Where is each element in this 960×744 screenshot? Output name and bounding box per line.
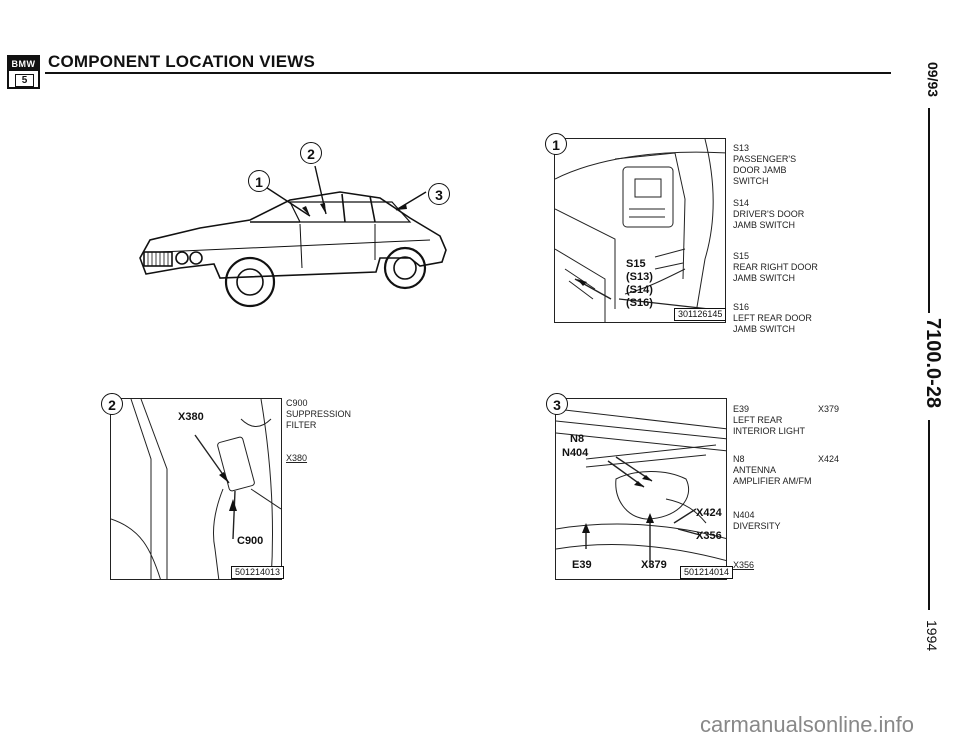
view3-tag-x379: X379 bbox=[641, 559, 667, 571]
view1-drawing bbox=[555, 139, 725, 322]
view3-tag-x356: X356 bbox=[696, 530, 722, 542]
sidebar-rule-bottom bbox=[928, 420, 930, 610]
car-callout-1: 1 bbox=[248, 170, 270, 192]
view2-tag-x380: X380 bbox=[178, 411, 204, 423]
sidebar-rule-top bbox=[928, 108, 930, 313]
view3-tag-n8: N8 bbox=[570, 433, 585, 445]
view1-tag-s15: S15 bbox=[626, 258, 646, 270]
view2-tag-c900: C900 bbox=[237, 535, 264, 547]
view1-number: 1 bbox=[545, 133, 567, 155]
view2-legend-c900: C900 SUPPRESSION FILTER bbox=[286, 398, 352, 430]
view3-legend-e39: E39 LEFT REAR INTERIOR LIGHT bbox=[733, 404, 806, 436]
view2-number: 2 bbox=[101, 393, 123, 415]
view2-legend-x380: X380 bbox=[286, 453, 308, 463]
view3-tag-x424: X424 bbox=[696, 507, 722, 519]
view3-drawing bbox=[556, 408, 726, 567]
view1-legend-s15: S15 REAR RIGHT DOOR JAMB SWITCH bbox=[733, 251, 818, 283]
view2-panel bbox=[110, 398, 282, 580]
view1-legend-s14: S14 DRIVER'S DOOR JAMB SWITCH bbox=[733, 198, 805, 230]
view1-panel bbox=[554, 138, 726, 323]
view3-legend-n404: N404 DIVERSITY bbox=[733, 510, 781, 531]
view3-figure-number: 501214014 bbox=[680, 566, 734, 579]
watermark-text: carmanualsonline.info bbox=[700, 712, 915, 737]
header-rule bbox=[45, 72, 891, 74]
view3-ref-x379: X379 bbox=[818, 404, 840, 414]
page-code: 7100.0-28 bbox=[922, 318, 944, 409]
view3-number: 3 bbox=[546, 393, 568, 415]
page-title: COMPONENT LOCATION VIEWS bbox=[48, 52, 316, 71]
view3-legend-n8: N8 ANTENNA AMPLIFIER AM/FM bbox=[733, 454, 812, 486]
view1-legend-s16: S16 LEFT REAR DOOR JAMB SWITCH bbox=[733, 302, 812, 334]
logo-brand: BMW bbox=[9, 57, 38, 71]
view1-figure-number: 301126145 bbox=[674, 308, 727, 321]
bmw-5-logo: BMW 5 bbox=[7, 55, 40, 89]
view3-legend-x356: X356 bbox=[733, 560, 755, 570]
view1-tag-s13: (S13) bbox=[626, 271, 653, 283]
view2-figure-number: 501214013 bbox=[231, 566, 285, 579]
view1-tag-s14: (S14) bbox=[626, 284, 653, 296]
view3-tag-n404: N404 bbox=[562, 447, 589, 459]
view1-legend-s13: S13 PASSENGER'S DOOR JAMB SWITCH bbox=[733, 143, 797, 186]
car-overview bbox=[130, 140, 460, 320]
car-drawing bbox=[139, 165, 447, 308]
view2-drawing bbox=[111, 399, 281, 579]
car-callout-2: 2 bbox=[300, 142, 322, 164]
view3-ref-x424: X424 bbox=[818, 454, 840, 464]
car-callout-3: 3 bbox=[428, 183, 450, 205]
view3-panel bbox=[555, 398, 727, 580]
view1-tag-s16: (S16) bbox=[626, 297, 653, 309]
date-label: 09/93 bbox=[925, 62, 941, 98]
logo-model: 5 bbox=[15, 74, 34, 87]
view3-tag-e39: E39 bbox=[572, 559, 592, 571]
year-label: 1994 bbox=[924, 620, 940, 652]
